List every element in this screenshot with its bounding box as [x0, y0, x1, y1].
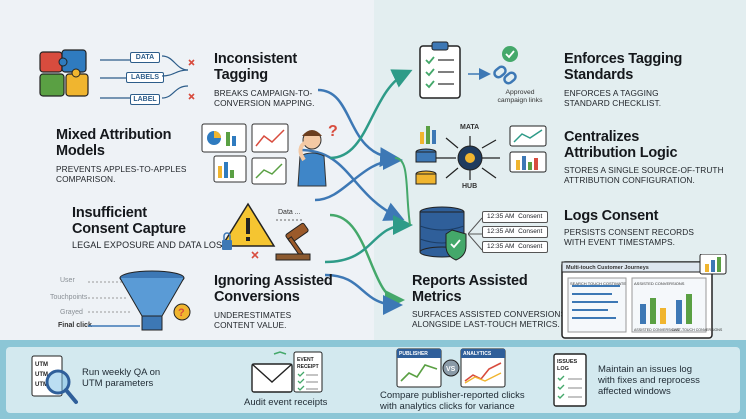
broken-links-icon [162, 55, 195, 100]
enforces-tagging-desc-1: ENFORCES A TAGGING [564, 88, 659, 98]
publisher-label: PUBLISHER [399, 351, 428, 357]
bottom-item-1-line1: Run weekly QA on [82, 367, 161, 378]
funnel-label-final-click: Final click [58, 322, 92, 329]
insufficient-consent-title-1: Insufficient [72, 205, 147, 221]
inconsistent-tagging-desc-2: CONVERSION MAPPING. [214, 98, 315, 108]
ignoring-assisted-desc-2: CONTENT VALUE. [214, 320, 287, 330]
publisher-vs-analytics-icon: VS [396, 348, 506, 388]
dashboards-confused-person-icon: ? [201, 123, 338, 187]
consent-time-3: 12:35 AM [487, 243, 515, 250]
svg-text:VS: VS [446, 366, 456, 373]
consent-time-1: 12:35 AM [487, 213, 515, 220]
svg-text:UTM: UTM [35, 372, 48, 378]
tag-connector-icon [100, 59, 130, 99]
analytics-label: ANALYTICS [463, 351, 492, 357]
reports-assisted-title-2: Metrics [412, 289, 462, 305]
insufficient-consent-desc: LEGAL EXPOSURE AND DATA LOSS. [72, 240, 231, 250]
svg-text:ISSUES: ISSUES [557, 359, 578, 365]
logs-consent-desc-2: WITH EVENT TIMESTAMPS. [564, 237, 675, 247]
dashboard-foot-right: LAST-TOUCH CONVERSIONS [672, 328, 723, 332]
tag-label: LABEL [130, 94, 160, 105]
puzzle-icon [39, 49, 89, 97]
mixed-attribution-title-2: Models [56, 143, 105, 159]
consent-label-3: Consent [518, 243, 543, 250]
logs-consent-desc-1: PERSISTS CONSENT RECORDS [564, 227, 694, 237]
funnel-label-touchpoints: Touchpoints [50, 294, 88, 301]
approved-caption-1: Approved [505, 89, 535, 96]
consent-row-3: 12:35 AM Consent [482, 241, 548, 253]
svg-text:UTM: UTM [35, 382, 48, 388]
bottom-item-2-line1: Audit event receipts [244, 397, 328, 408]
approved-caption-2: campaign links [497, 97, 543, 104]
bottom-item-4-line1: Maintain an issues log [598, 364, 692, 375]
enforces-tagging-title-2: Standards [564, 67, 634, 83]
consent-row-2: 12:35 AM Consent [482, 226, 548, 238]
hub-bottom-label: HUB [462, 183, 478, 190]
centralizes-title-2: Attribution Logic [564, 145, 678, 161]
funnel-label-grayed: Grayed [60, 309, 83, 316]
svg-text:LOG: LOG [557, 366, 569, 372]
data-label: Data ... [278, 209, 301, 216]
checklist-link-icon [419, 41, 518, 99]
bottom-item-1-line2: UTM parameters [82, 378, 154, 389]
svg-text:EVENT: EVENT [297, 357, 314, 363]
consent-label-1: Consent [518, 213, 543, 220]
hub-top-label: MATA [460, 124, 480, 131]
issues-log-icon: ISSUES LOG [553, 353, 587, 407]
database-shield-icon [419, 206, 467, 261]
mixed-attribution-desc-2: COMPARISON. [56, 174, 116, 184]
enforces-tagging-title-1: Enforces Tagging [564, 51, 683, 67]
inconsistent-tagging-desc-1: BREAKS CAMPAIGN-TO- [214, 88, 313, 98]
centralizes-desc-1: STORES A SINGLE SOURCE-OF-TRUTH [564, 165, 724, 175]
mixed-attribution-desc-1: PREVENTS APPLES-TO-APPLES [56, 164, 187, 174]
magnifier-utm-icon: UTM UTM UTM [31, 355, 78, 404]
dashboard-right-label: ASSISTED CONVERSIONS [634, 281, 685, 286]
consent-label-2: Consent [518, 228, 543, 235]
reports-assisted-desc-2: ALONGSIDE LAST-TOUCH METRICS. [412, 319, 560, 329]
svg-text:?: ? [328, 123, 338, 140]
funnel-icon: ? [88, 270, 191, 331]
reports-assisted-title-1: Reports Assisted [412, 273, 528, 289]
ignoring-assisted-title-1: Ignoring Assisted [214, 273, 333, 289]
funnel-label-user: User [60, 277, 75, 284]
insufficient-consent-title-2: Consent Capture [72, 221, 186, 237]
inconsistent-tagging-title-1: Inconsistent [214, 51, 297, 67]
consent-connectors [468, 217, 483, 251]
hub-icon [415, 125, 547, 185]
logs-consent-title: Logs Consent [564, 208, 659, 224]
envelope-receipt-icon: EVENT RECEIPT [251, 351, 323, 393]
centralizes-title-1: Centralizes [564, 129, 640, 145]
reports-assisted-desc-1: SURFACES ASSISTED CONVERSIONS [412, 309, 567, 319]
bottom-item-3-line1: Compare publisher-reported clicks [380, 390, 525, 401]
bottom-item-4-line3: affected windows [598, 386, 671, 397]
inconsistent-tagging-title-2: Tagging [214, 67, 268, 83]
ignoring-assisted-desc-1: UNDERESTIMATES [214, 310, 292, 320]
dashboard-left-label: SEARCH TOUCH COSTIMATE [570, 281, 627, 286]
flow-arrows [299, 69, 413, 315]
consent-row-1: 12:35 AM Consent [482, 211, 548, 223]
tag-data: DATA [130, 52, 160, 63]
consent-time-2: 12:35 AM [487, 228, 515, 235]
dashboard-foot-left: ASSISTED CONVERSIONS [634, 328, 680, 332]
mixed-attribution-title-1: Mixed Attribution [56, 127, 172, 143]
svg-text:UTM: UTM [35, 362, 48, 368]
enforces-tagging-desc-2: STANDARD CHECKLIST. [564, 98, 662, 108]
warning-gavel-icon [220, 202, 311, 261]
tag-labels: LABELS [126, 72, 164, 83]
ignoring-assisted-title-2: Conversions [214, 289, 300, 305]
dashboard-icon [561, 254, 727, 339]
svg-text:RECEIPT: RECEIPT [297, 364, 319, 370]
dashboard-title: Multi-touch Customer Journeys [566, 265, 649, 271]
centralizes-desc-2: ATTRIBUTION CONFIGURATION. [564, 175, 695, 185]
svg-text:?: ? [178, 307, 185, 319]
bottom-panel [6, 347, 740, 413]
bottom-item-3-line2: with analytics clicks for variance [380, 401, 515, 412]
bottom-item-4-line2: with fixes and reprocess [598, 375, 700, 386]
